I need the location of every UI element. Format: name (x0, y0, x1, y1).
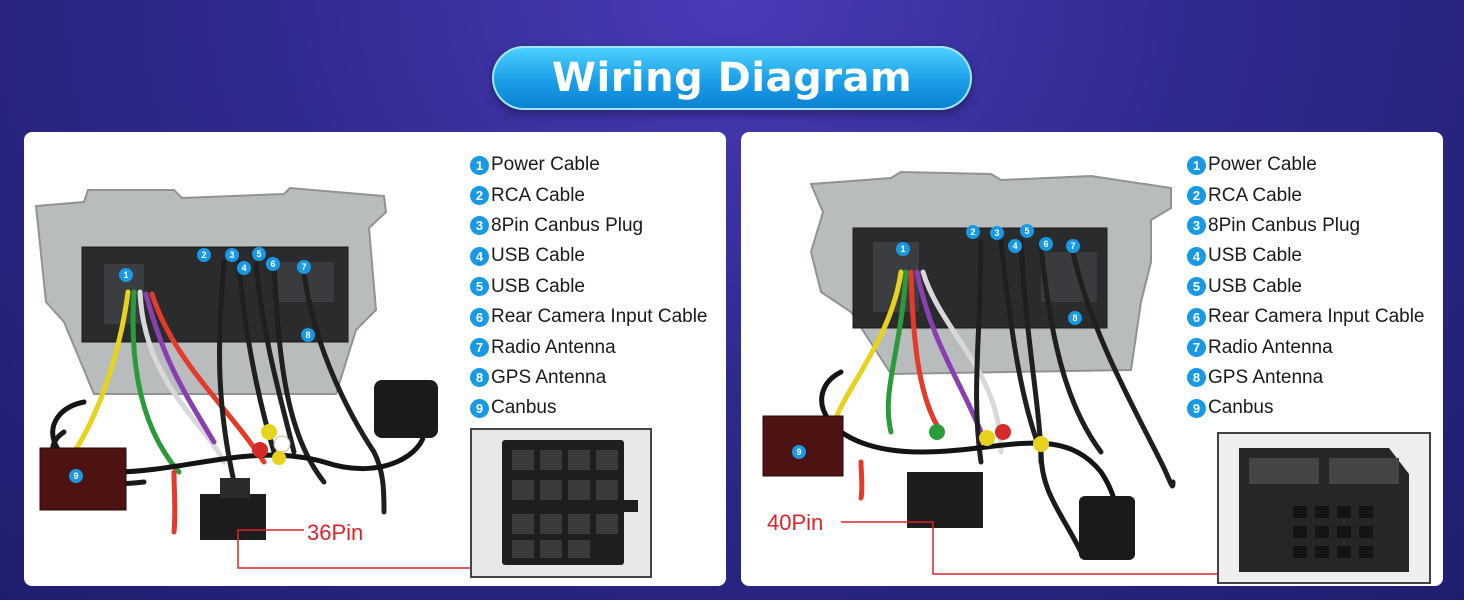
marker-5: 5 (1024, 226, 1029, 236)
legend-label: 8Pin Canbus Plug (491, 214, 644, 236)
legend-label: Canbus (491, 397, 557, 419)
marker-3: 3 (994, 228, 999, 238)
legend-label: USB Cable (491, 245, 585, 267)
legend-label: RCA Cable (491, 184, 585, 206)
marker-4: 4 (1012, 241, 1017, 251)
legend-label: Rear Camera Input Cable (491, 306, 708, 328)
marker-2: 2 (201, 250, 206, 260)
marker-5: 5 (256, 249, 261, 259)
legend-label: Radio Antenna (491, 336, 616, 358)
pin-count-label: 40Pin (767, 510, 824, 535)
legend-number: 5 (470, 277, 489, 297)
marker-3: 3 (229, 250, 234, 260)
legend-number: 7 (1187, 338, 1206, 358)
legend-number: 3 (1187, 216, 1206, 236)
legend-number: 8 (470, 368, 489, 388)
legend-number: 8 (1187, 368, 1206, 388)
marker-9: 9 (796, 447, 801, 457)
title-banner: Wiring Diagram (492, 46, 972, 110)
iso-connector (200, 494, 266, 540)
legend-number: 3 (470, 216, 489, 236)
legend-label: USB Cable (1208, 275, 1302, 297)
legend-number: 5 (1187, 277, 1206, 297)
connector-closeup-36pin (470, 428, 652, 578)
gps-antenna (374, 380, 438, 438)
legend-number: 2 (470, 186, 489, 206)
pin-count-label: 36Pin (307, 520, 364, 545)
marker-9: 9 (73, 471, 78, 481)
marker-7: 7 (1070, 241, 1075, 251)
connector-closeup-40pin (1217, 432, 1431, 584)
legend-number: 4 (1187, 246, 1206, 266)
legend-number: 6 (470, 307, 489, 327)
iso-connector (907, 472, 983, 528)
head-unit-photo-36pin: 1 2 3 4 5 6 7 8 9 (34, 186, 472, 569)
marker-4: 4 (241, 263, 246, 273)
marker-2: 2 (970, 227, 975, 237)
canbus-box (39, 447, 127, 511)
legend-number: 9 (470, 398, 489, 418)
canbus-box (762, 415, 844, 477)
legend-number: 9 (1187, 398, 1206, 418)
legend-label: GPS Antenna (1208, 366, 1324, 388)
legend-number: 6 (1187, 307, 1206, 327)
legend-label: GPS Antenna (491, 366, 607, 388)
legend-label: RCA Cable (1208, 184, 1302, 206)
marker-1: 1 (123, 270, 128, 280)
legend-number: 1 (1187, 155, 1206, 175)
legend-label: USB Cable (491, 275, 585, 297)
legend-number: 4 (470, 246, 489, 266)
legend-label: Canbus (1208, 397, 1274, 419)
marker-6: 6 (270, 259, 275, 269)
pin-pointer-line (841, 521, 1219, 575)
legend-number: 1 (470, 155, 489, 175)
legend-number: 2 (1187, 186, 1206, 206)
gps-antenna (1079, 496, 1135, 560)
marker-8: 8 (305, 330, 310, 340)
head-unit-photo-40pin: 1 2 3 4 5 6 7 8 9 (762, 170, 1219, 575)
legend-label: Power Cable (491, 154, 600, 176)
legend-label: Rear Camera Input Cable (1208, 306, 1425, 328)
legend-number: 7 (470, 338, 489, 358)
legend-label: Radio Antenna (1208, 336, 1333, 358)
pin-pointer-line (237, 529, 472, 569)
marker-1: 1 (900, 244, 905, 254)
legend-label: USB Cable (1208, 245, 1302, 267)
marker-6: 6 (1043, 239, 1048, 249)
marker-7: 7 (301, 262, 306, 272)
marker-8: 8 (1072, 313, 1077, 323)
legend-label: 8Pin Canbus Plug (1208, 214, 1361, 236)
page-title: Wiring Diagram (551, 55, 913, 101)
legend-label: Power Cable (1208, 154, 1317, 176)
